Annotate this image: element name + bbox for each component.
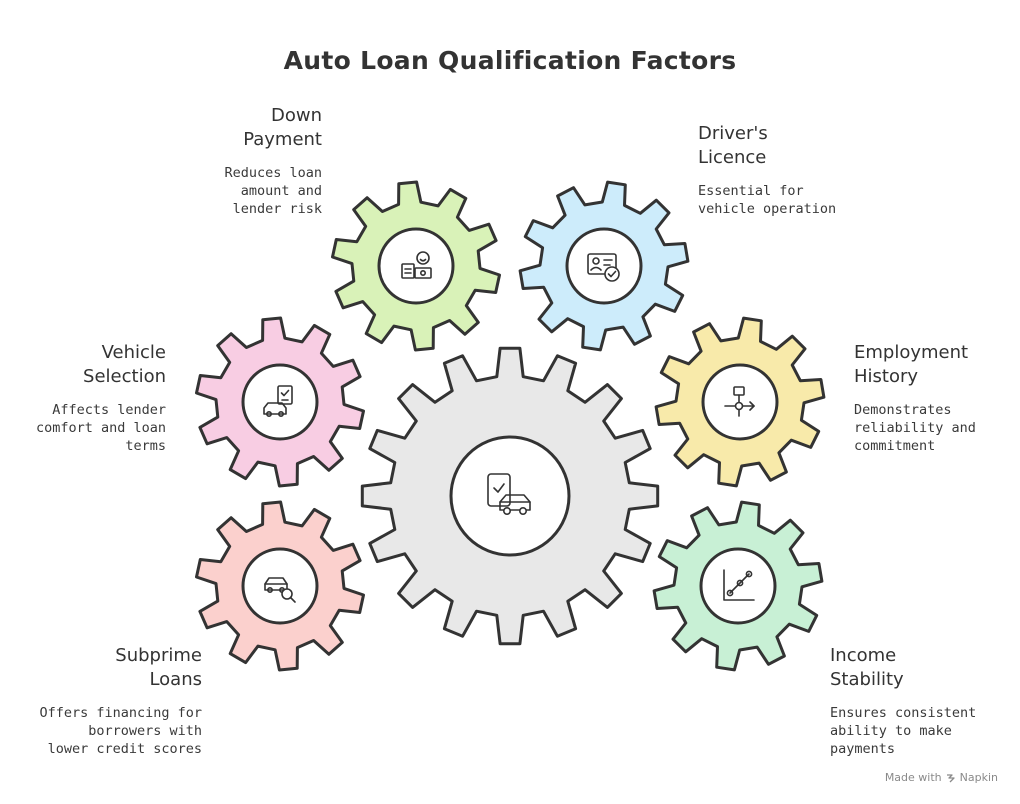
- label-down-payment: Down Payment Reduces loan amount and len…: [122, 104, 322, 218]
- gear-subprime-loans-hub: [241, 547, 319, 625]
- label-income-stability-title: Income Stability: [830, 645, 904, 690]
- workflow-icon: [724, 386, 755, 417]
- label-vehicle-selection: Vehicle Selection Affects lender comfort…: [0, 341, 166, 455]
- growth-chart-icon: [723, 569, 755, 601]
- gear-vehicle-selection-hub: [241, 363, 319, 441]
- gear-drivers-licence-hub: [565, 227, 643, 305]
- made-with-credit: Made with Napkin: [885, 771, 998, 784]
- label-income-stability-description: Ensures consistent ability to make payme…: [830, 705, 977, 757]
- label-subprime-loans: Subprime Loans Offers financing for borr…: [2, 644, 202, 758]
- label-employment-history-title: Employment History: [854, 342, 969, 387]
- label-income-stability: Income Stability Ensures consistent abil…: [830, 644, 1020, 758]
- gear-subprime-loans: [195, 500, 365, 672]
- label-down-payment-title: Down Payment: [243, 105, 322, 150]
- gear-employment-history: [654, 316, 826, 488]
- car-checklist-icon: [263, 385, 293, 418]
- car-search-icon: [264, 577, 296, 603]
- gear-vehicle-selection: [195, 316, 365, 488]
- label-drivers-licence: Driver's Licence Essential for vehicle o…: [698, 122, 898, 218]
- gear-income-stability: [652, 500, 824, 672]
- label-drivers-licence-title: Driver's Licence: [698, 123, 768, 168]
- loan-approval-car-icon: [487, 473, 531, 516]
- label-subprime-loans-title: Subprime Loans: [115, 645, 202, 690]
- gear-down-payment: [331, 180, 501, 352]
- credit-prefix: Made with: [884, 771, 942, 784]
- label-drivers-licence-description: Essential for vehicle operation: [698, 183, 837, 217]
- money-smile-icon: [401, 251, 432, 279]
- label-vehicle-selection-description: Affects lender comfort and loan terms: [35, 402, 166, 454]
- id-card-check-icon: [587, 253, 620, 282]
- credit-brand: Napkin: [959, 771, 998, 784]
- label-subprime-loans-description: Offers financing for borrowers with lowe…: [39, 705, 202, 757]
- gear-drivers-licence: [518, 180, 690, 352]
- label-employment-history: Employment History Demonstrates reliabil…: [854, 341, 1020, 455]
- label-employment-history-description: Demonstrates reliability and commitment: [854, 402, 976, 454]
- napkin-logo-icon: [946, 773, 955, 782]
- label-vehicle-selection-title: Vehicle Selection: [83, 342, 166, 387]
- label-down-payment-description: Reduces loan amount and lender risk: [224, 165, 322, 217]
- gear-down-payment-hub: [377, 227, 455, 305]
- diagram-title: Auto Loan Qualification Factors: [283, 46, 737, 75]
- center-gear: [360, 346, 660, 646]
